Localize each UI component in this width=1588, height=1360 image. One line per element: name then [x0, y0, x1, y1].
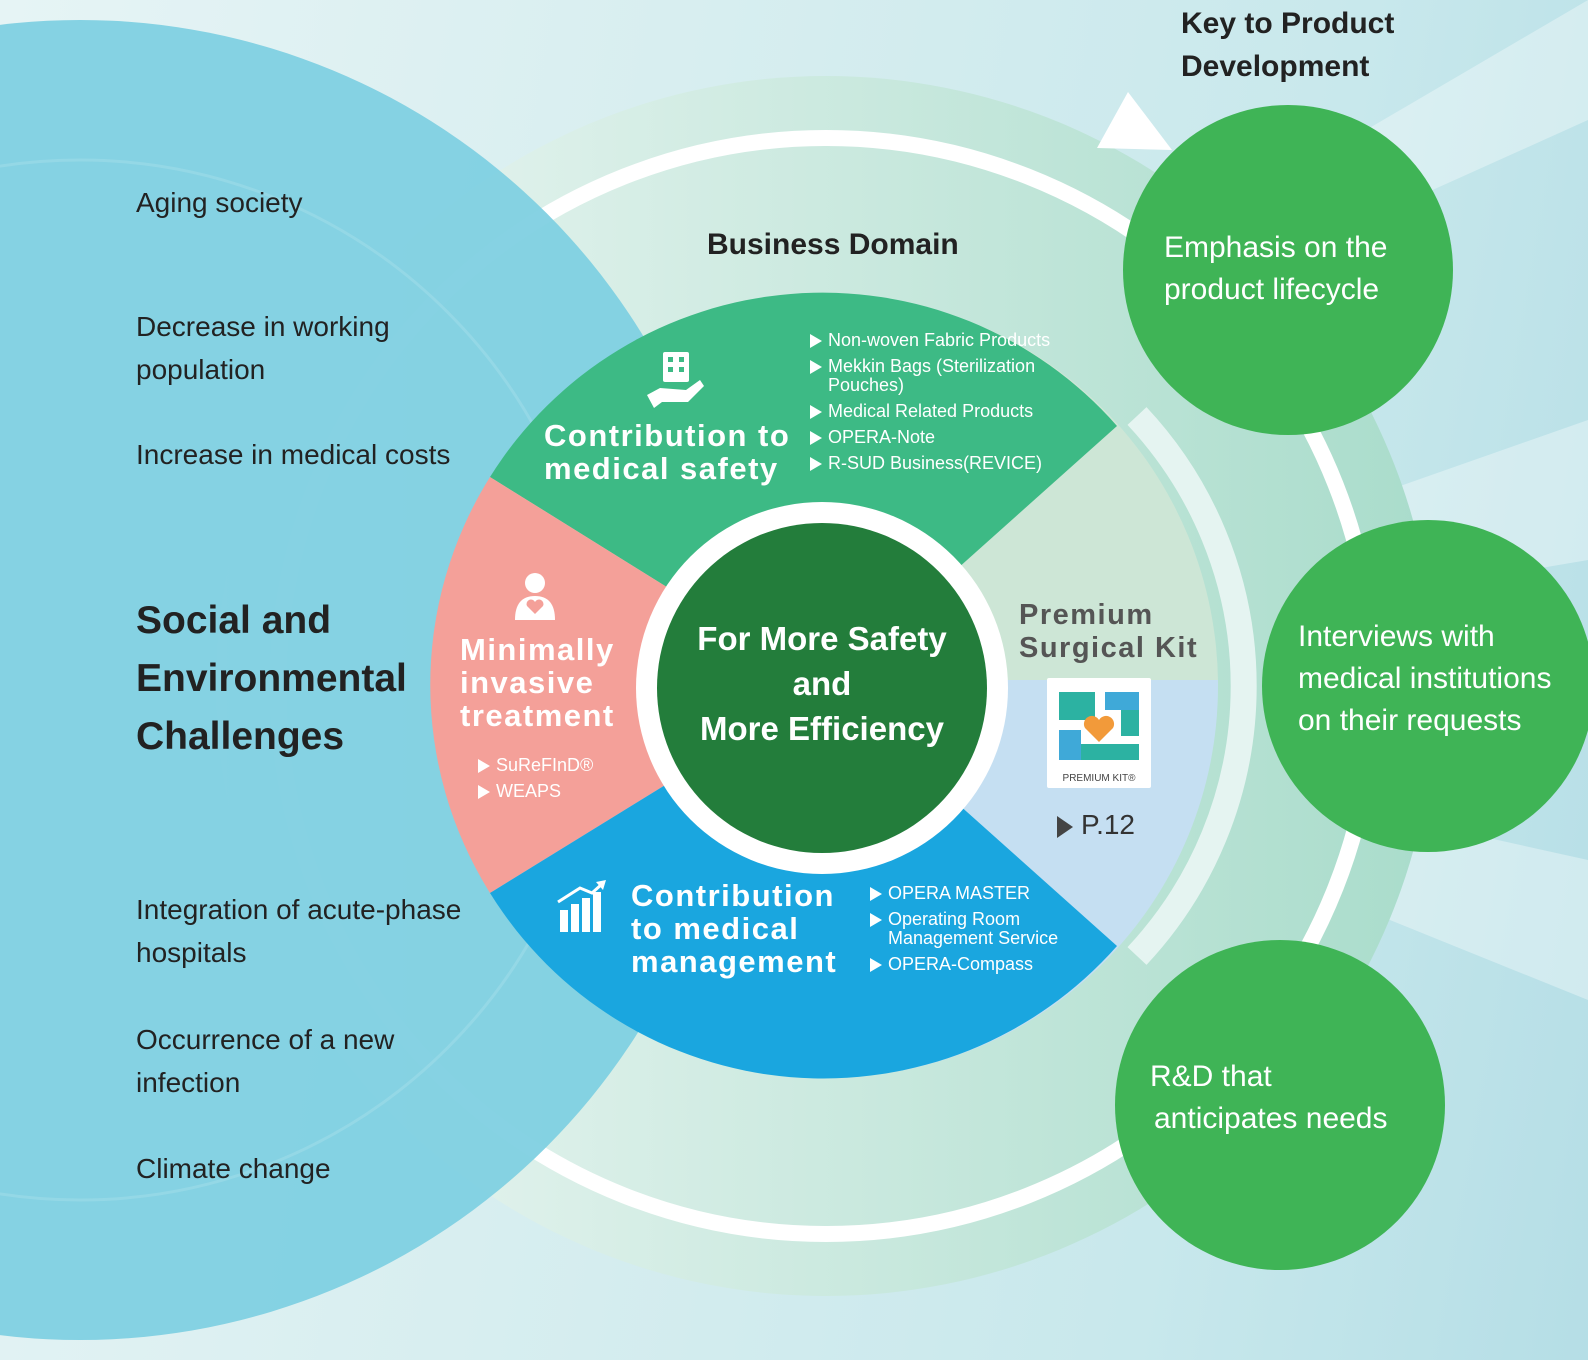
challenge-climate-change: Climate change: [136, 1153, 331, 1184]
ring-arrowhead: [1097, 92, 1172, 150]
management-product-list: OPERA MASTER Operating Room Management S…: [870, 884, 1080, 981]
key-title: Key to Product Development: [1181, 2, 1394, 88]
product-item[interactable]: OPERA MASTER: [870, 884, 1080, 903]
safety-title-line-2: medical safety: [544, 451, 779, 486]
management-title: Contribution to medical management: [631, 879, 837, 978]
center-line-3: More Efficiency: [700, 710, 944, 747]
challenge-aging-society: Aging society: [136, 187, 303, 218]
key-circle-rd: [1115, 940, 1445, 1270]
center-line-2: and: [792, 665, 852, 702]
key-item-interviews-line-1: Interviews with: [1298, 620, 1495, 653]
key-title-line-1: Key to Product: [1181, 7, 1395, 40]
safety-product-list: Non-woven Fabric Products Mekkin Bags (S…: [810, 331, 1060, 480]
safety-title: Contribution to medical safety: [544, 419, 790, 485]
business-domain-title: Business Domain: [707, 228, 959, 261]
management-title-line-3: management: [631, 944, 838, 979]
key-item-rd-line-1: R&D that: [1150, 1060, 1272, 1093]
business-domain-wheel: [430, 292, 1257, 1079]
key-item-interviews-line-3: on their requests: [1298, 704, 1522, 737]
challenge-acute-phase-hospitals: Integration of acute-phase hospitals: [136, 894, 462, 968]
challenge-new-infection: Occurrence of a new infection: [136, 1024, 395, 1098]
key-item-interviews: Interviews with medical institutions on …: [1298, 616, 1551, 742]
premium-kit-logo[interactable]: PREMIUM KIT®: [1047, 678, 1151, 788]
page-ref-text: P.12: [1081, 809, 1135, 840]
product-item[interactable]: OPERA-Note: [810, 428, 1060, 447]
headline-line-1: Social and: [136, 599, 332, 642]
product-item[interactable]: Medical Related Products: [810, 402, 1060, 421]
product-item[interactable]: R-SUD Business(REVICE): [810, 454, 1060, 473]
safety-title-line-1: Contribution to: [544, 418, 791, 453]
key-item-lifecycle-line-2: product lifecycle: [1164, 273, 1380, 306]
key-item-rd: R&D that anticipates needs: [1150, 1056, 1388, 1140]
premium-kit-logo-text: PREMIUM KIT®: [1062, 773, 1136, 784]
key-title-line-2: Development: [1181, 50, 1370, 83]
product-item[interactable]: WEAPS: [478, 782, 593, 801]
center-line-1: For More Safety: [697, 620, 947, 657]
product-item[interactable]: Non-woven Fabric Products: [810, 331, 1060, 350]
product-item[interactable]: OPERA-Compass: [870, 955, 1080, 974]
key-item-lifecycle: Emphasis on the product lifecycle: [1164, 227, 1387, 311]
minimally-title: Minimally invasive treatment: [460, 633, 615, 732]
product-item[interactable]: SuReFInD®: [478, 756, 593, 775]
challenge-medical-costs: Increase in medical costs: [136, 439, 451, 470]
management-title-line-2: to medical: [631, 911, 800, 946]
premium-outer-arc: [1127, 407, 1257, 965]
bar-chart-icon: [557, 880, 606, 932]
minimally-title-line-2: invasive: [460, 665, 595, 700]
premium-title-line-1: Premium: [1019, 599, 1154, 631]
segment-medical-management[interactable]: [490, 686, 1117, 1079]
premium-page-ref[interactable]: P.12: [1057, 809, 1135, 841]
minimally-title-line-3: treatment: [460, 698, 615, 733]
premium-kit-logo-icon: [1059, 692, 1139, 760]
product-item[interactable]: Operating Room Management Service: [870, 910, 1080, 948]
key-circle-interviews: [1262, 520, 1588, 852]
segment-medical-safety[interactable]: [490, 292, 1117, 686]
product-item[interactable]: Mekkin Bags (Sterilization Pouches): [810, 357, 1060, 395]
hospital-hand-icon: [647, 352, 704, 408]
key-circle-lifecycle: [1123, 105, 1453, 435]
key-item-interviews-line-2: medical institutions: [1298, 662, 1552, 695]
challenges-circle: [0, 20, 740, 1340]
headline-line-3: Challenges: [136, 715, 345, 758]
center-text: For More Safety and More Efficiency: [672, 616, 972, 751]
doctor-heart-icon: [515, 573, 555, 620]
management-title-line-1: Contribution: [631, 878, 835, 913]
key-item-lifecycle-line-1: Emphasis on the: [1164, 231, 1388, 264]
premium-title: Premium Surgical Kit: [1019, 599, 1198, 665]
headline-line-2: Environmental: [136, 657, 407, 700]
minimally-product-list: SuReFInD® WEAPS: [478, 756, 593, 808]
key-item-rd-line-2: anticipates needs: [1154, 1102, 1388, 1135]
play-triangle-icon: [1057, 815, 1073, 838]
challenge-working-population: Decrease in working population: [136, 311, 390, 385]
challenges-headline: Social and Environmental Challenges: [136, 592, 407, 766]
center-circle: [657, 523, 987, 853]
minimally-title-line-1: Minimally: [460, 632, 615, 667]
premium-title-line-2: Surgical Kit: [1019, 632, 1199, 664]
